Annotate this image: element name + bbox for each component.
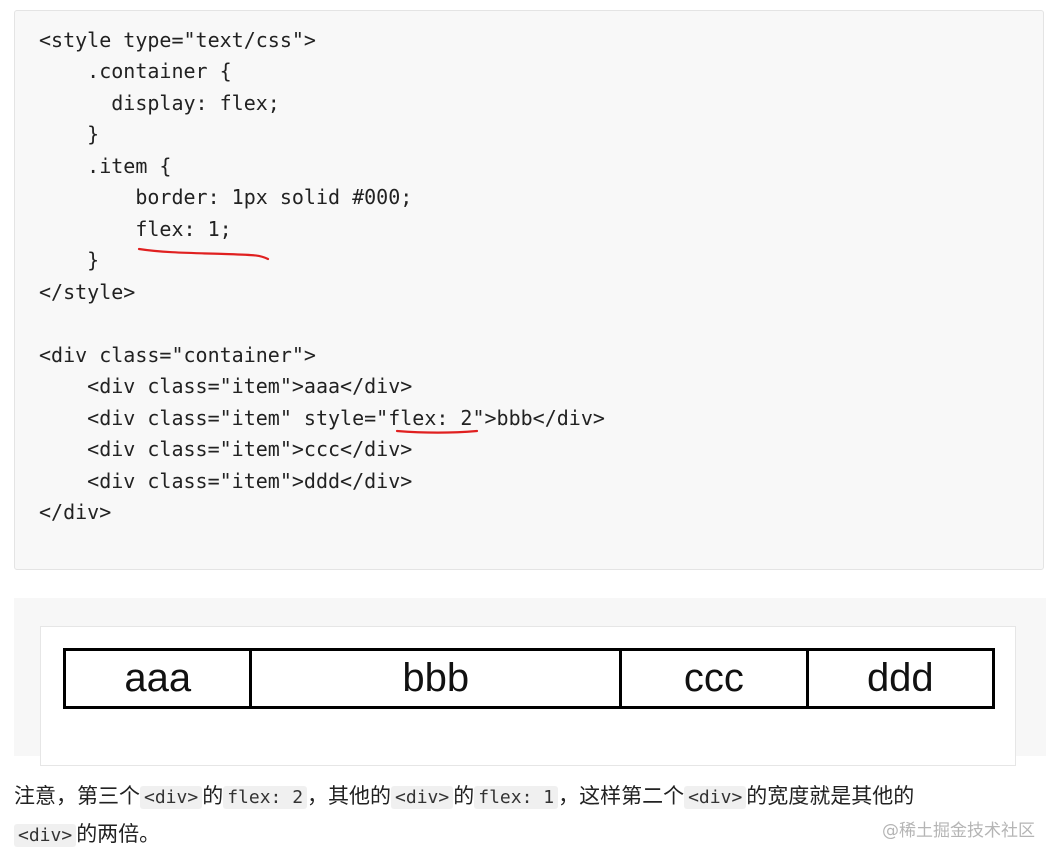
code-line: } [39, 122, 100, 146]
code-line: <style type="text/css"> [39, 28, 316, 52]
flex-item-ddd: ddd [805, 648, 996, 709]
code-line: display: flex; [39, 91, 280, 115]
paragraph-text: 的 [453, 784, 475, 808]
code-line: </style> [39, 280, 136, 304]
flex-item-ccc: ccc [619, 648, 809, 709]
demo-preview: aaa bbb ccc ddd [14, 598, 1046, 766]
paragraph-text: 的宽度就是其他的 [746, 784, 915, 808]
code-block: <style type="text/css"> .container { dis… [14, 10, 1044, 570]
inline-code: <div> [391, 786, 454, 809]
code-line: .container { [39, 59, 232, 83]
flex-container: aaa bbb ccc ddd [63, 648, 996, 709]
flex-item-bbb: bbb [249, 648, 623, 709]
code-line: flex: 1; [39, 217, 232, 241]
paragraph-text: ，其他的 [307, 784, 392, 808]
paragraph-text: 的两倍。 [76, 822, 161, 846]
code-line: border: 1px solid #000; [39, 185, 413, 209]
paragraph-text: 注意，第三个 [14, 784, 140, 808]
code-line: <div class="item">aaa</div> [39, 374, 413, 398]
inline-code: <div> [140, 786, 203, 809]
paragraph-text: 的 [202, 784, 224, 808]
watermark: @稀土掘金技术社区 [882, 821, 1035, 841]
code-line: <div class="item">ddd</div> [39, 469, 413, 493]
flex-item-aaa: aaa [63, 648, 253, 709]
code-line: <div class="item">ccc</div> [39, 437, 413, 461]
demo-frame: aaa bbb ccc ddd [40, 626, 1016, 766]
inline-code: flex: 1 [474, 786, 559, 809]
code-line: <div class="item" style="flex: 2">bbb</d… [39, 406, 605, 430]
inline-code: flex: 2 [223, 786, 308, 809]
code-line: } [39, 248, 100, 272]
paragraph-text: ，这样第二个 [558, 784, 685, 808]
inline-code: <div> [684, 786, 747, 809]
code-line: </div> [39, 500, 112, 524]
inline-code: <div> [14, 824, 77, 847]
red-underline-annotation [137, 247, 270, 261]
code-line: <div class="container"> [39, 343, 316, 367]
code-line: .item { [39, 154, 172, 178]
